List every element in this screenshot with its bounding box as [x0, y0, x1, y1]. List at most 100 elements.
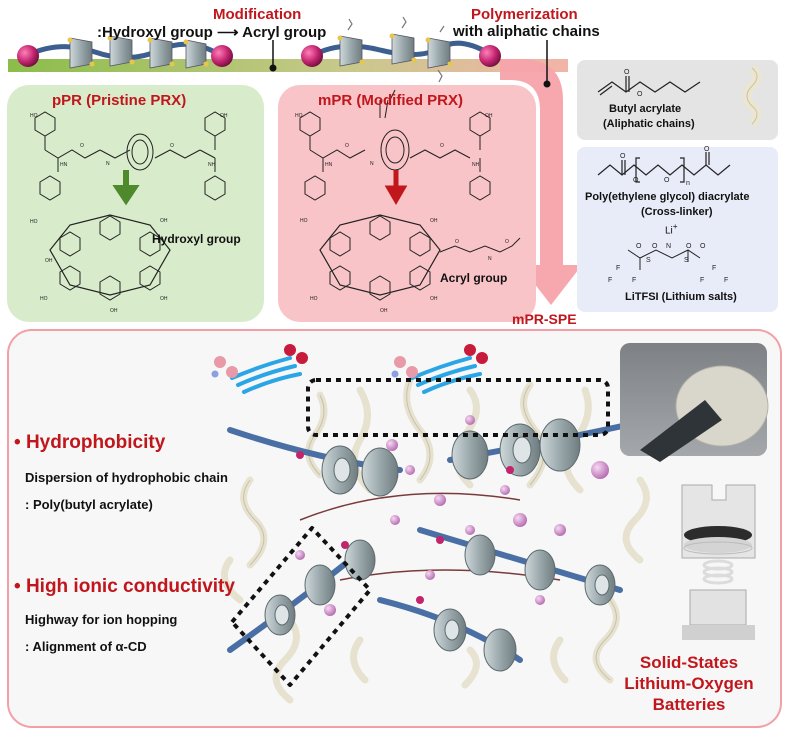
svg-text:HN: HN	[60, 162, 68, 168]
svg-text:F: F	[616, 265, 620, 272]
rail-marker-2	[543, 80, 551, 88]
spe-panel	[7, 329, 782, 728]
acryl-group-label: Acryl group	[440, 271, 508, 285]
svg-text:OH: OH	[110, 308, 118, 314]
battery-caption: Solid-States Lithium-Oxygen Batteries	[600, 652, 778, 715]
mpr-atom-labels: HO OH HN O N O NH HO OH OH HO OH O N O	[295, 113, 509, 314]
svg-text:O: O	[620, 153, 626, 160]
reagent-panel-butyl	[577, 60, 778, 140]
hydrophobicity-desc-1: Dispersion of hydrophobic chain	[25, 470, 228, 485]
svg-text:OH: OH	[220, 113, 228, 119]
svg-text:HO: HO	[310, 296, 318, 302]
svg-text:O: O	[637, 91, 643, 98]
membrane-photo	[620, 343, 769, 462]
polyrotaxane-top-left	[17, 35, 233, 69]
butyl-acrylate-label: Butyl acrylate	[609, 103, 682, 115]
battery-cell-icon	[681, 484, 756, 640]
svg-text:F: F	[700, 277, 704, 284]
stopper-bead	[211, 45, 233, 67]
polyrotaxane-top-right	[301, 16, 501, 83]
svg-text:OH: OH	[380, 308, 388, 314]
svg-text:n: n	[686, 180, 690, 187]
svg-text:O: O	[505, 239, 509, 245]
svg-text:OH: OH	[45, 258, 53, 264]
hydroxyl-group-label: Hydroxyl group	[152, 232, 241, 246]
polymerization-title: Polymerization	[471, 6, 578, 23]
litfsi-structure	[627, 249, 701, 270]
litfsi-label: LiTFSI (Lithium salts)	[625, 291, 737, 303]
svg-text:O: O	[704, 146, 710, 153]
ion-hopping-desc-2: : Alignment of α-CD	[25, 639, 147, 654]
cross-linker-label: (Cross-linker)	[641, 206, 713, 218]
svg-text:OH: OH	[430, 218, 438, 224]
svg-text:OH: OH	[160, 218, 168, 224]
ppr-atom-labels: HO OH HN O N O NH HO OH OH OH HO OH	[30, 113, 228, 314]
polymerization-text: with aliphatic chains	[453, 23, 600, 40]
svg-text:OH: OH	[160, 296, 168, 302]
svg-text:O: O	[664, 177, 670, 184]
process-arrow	[500, 59, 582, 305]
cyclodextrin-ring	[149, 37, 173, 69]
svg-text:S: S	[684, 257, 689, 264]
ppr-down-arrow	[112, 170, 140, 206]
svg-text:HN: HN	[325, 162, 333, 168]
svg-text:F: F	[712, 265, 716, 272]
modification-title: Modification	[213, 6, 302, 23]
ionic-conductivity-heading: • High ionic conductivity	[14, 576, 235, 597]
peg-diacrylate-structure	[597, 152, 731, 183]
svg-text:HO: HO	[295, 113, 303, 119]
hydrophobicity-heading: • Hydrophobicity	[14, 432, 166, 453]
svg-text:O: O	[624, 69, 630, 76]
svg-text:HO: HO	[40, 296, 48, 302]
svg-text:O: O	[636, 243, 642, 250]
ion-hopping-desc-1: Highway for ion hopping	[25, 612, 178, 627]
svg-text:OH: OH	[430, 296, 438, 302]
svg-text:OH: OH	[485, 113, 493, 119]
svg-text:O: O	[700, 243, 706, 250]
ppr-title: pPR (Pristine PRX)	[52, 92, 187, 109]
svg-text:F: F	[724, 277, 728, 284]
modification-text: :Hydroxyl group ⟶ Acryl group	[97, 24, 327, 41]
reagent-panel-crosslinker	[577, 147, 778, 312]
svg-text:NH: NH	[208, 162, 216, 168]
svg-text:O: O	[345, 143, 349, 149]
svg-text:N: N	[106, 161, 110, 167]
hydrophobic-highlight-box	[306, 378, 610, 437]
aliphatic-chains-label: (Aliphatic chains)	[603, 118, 695, 130]
svg-text:O: O	[80, 143, 84, 149]
svg-text:O: O	[652, 243, 658, 250]
mpr-down-arrow	[384, 170, 408, 205]
svg-text:HO: HO	[30, 219, 38, 225]
cyclodextrin-ring	[69, 37, 93, 69]
oxygen-molecule-left	[211, 344, 308, 394]
ppr-structure	[34, 111, 226, 301]
spe-network	[220, 376, 653, 704]
li-ion-label: Li+	[665, 221, 678, 237]
svg-text:S: S	[646, 257, 651, 264]
ppr-panel	[7, 85, 264, 322]
cyclodextrin-ring	[185, 39, 207, 69]
svg-text:O: O	[170, 143, 174, 149]
ion-highway-highlight-box	[230, 526, 372, 687]
battery-caption-line-3: Batteries	[652, 695, 726, 714]
rail-marker-1	[269, 64, 277, 72]
mpr-title: mPR (Modified PRX)	[318, 92, 463, 109]
svg-text:F: F	[608, 277, 612, 284]
svg-text:O: O	[455, 239, 459, 245]
svg-text:HO: HO	[300, 218, 308, 224]
svg-text:N: N	[370, 161, 374, 167]
butyl-acrylate-structure	[597, 76, 701, 96]
peg-diacrylate-label: Poly(ethylene glycol) diacrylate	[585, 191, 750, 203]
svg-text:F: F	[632, 277, 636, 284]
battery-caption-line-1: Solid-States	[639, 653, 739, 672]
svg-text:NH: NH	[472, 162, 480, 168]
svg-text:N: N	[488, 256, 492, 262]
stopper-bead	[17, 45, 39, 67]
mpr-spe-label: mPR-SPE	[512, 311, 577, 327]
svg-text:O: O	[686, 243, 692, 250]
svg-text:O: O	[440, 143, 444, 149]
mpr-structure	[299, 89, 521, 301]
svg-text:O: O	[633, 177, 639, 184]
svg-text:HO: HO	[30, 113, 38, 119]
